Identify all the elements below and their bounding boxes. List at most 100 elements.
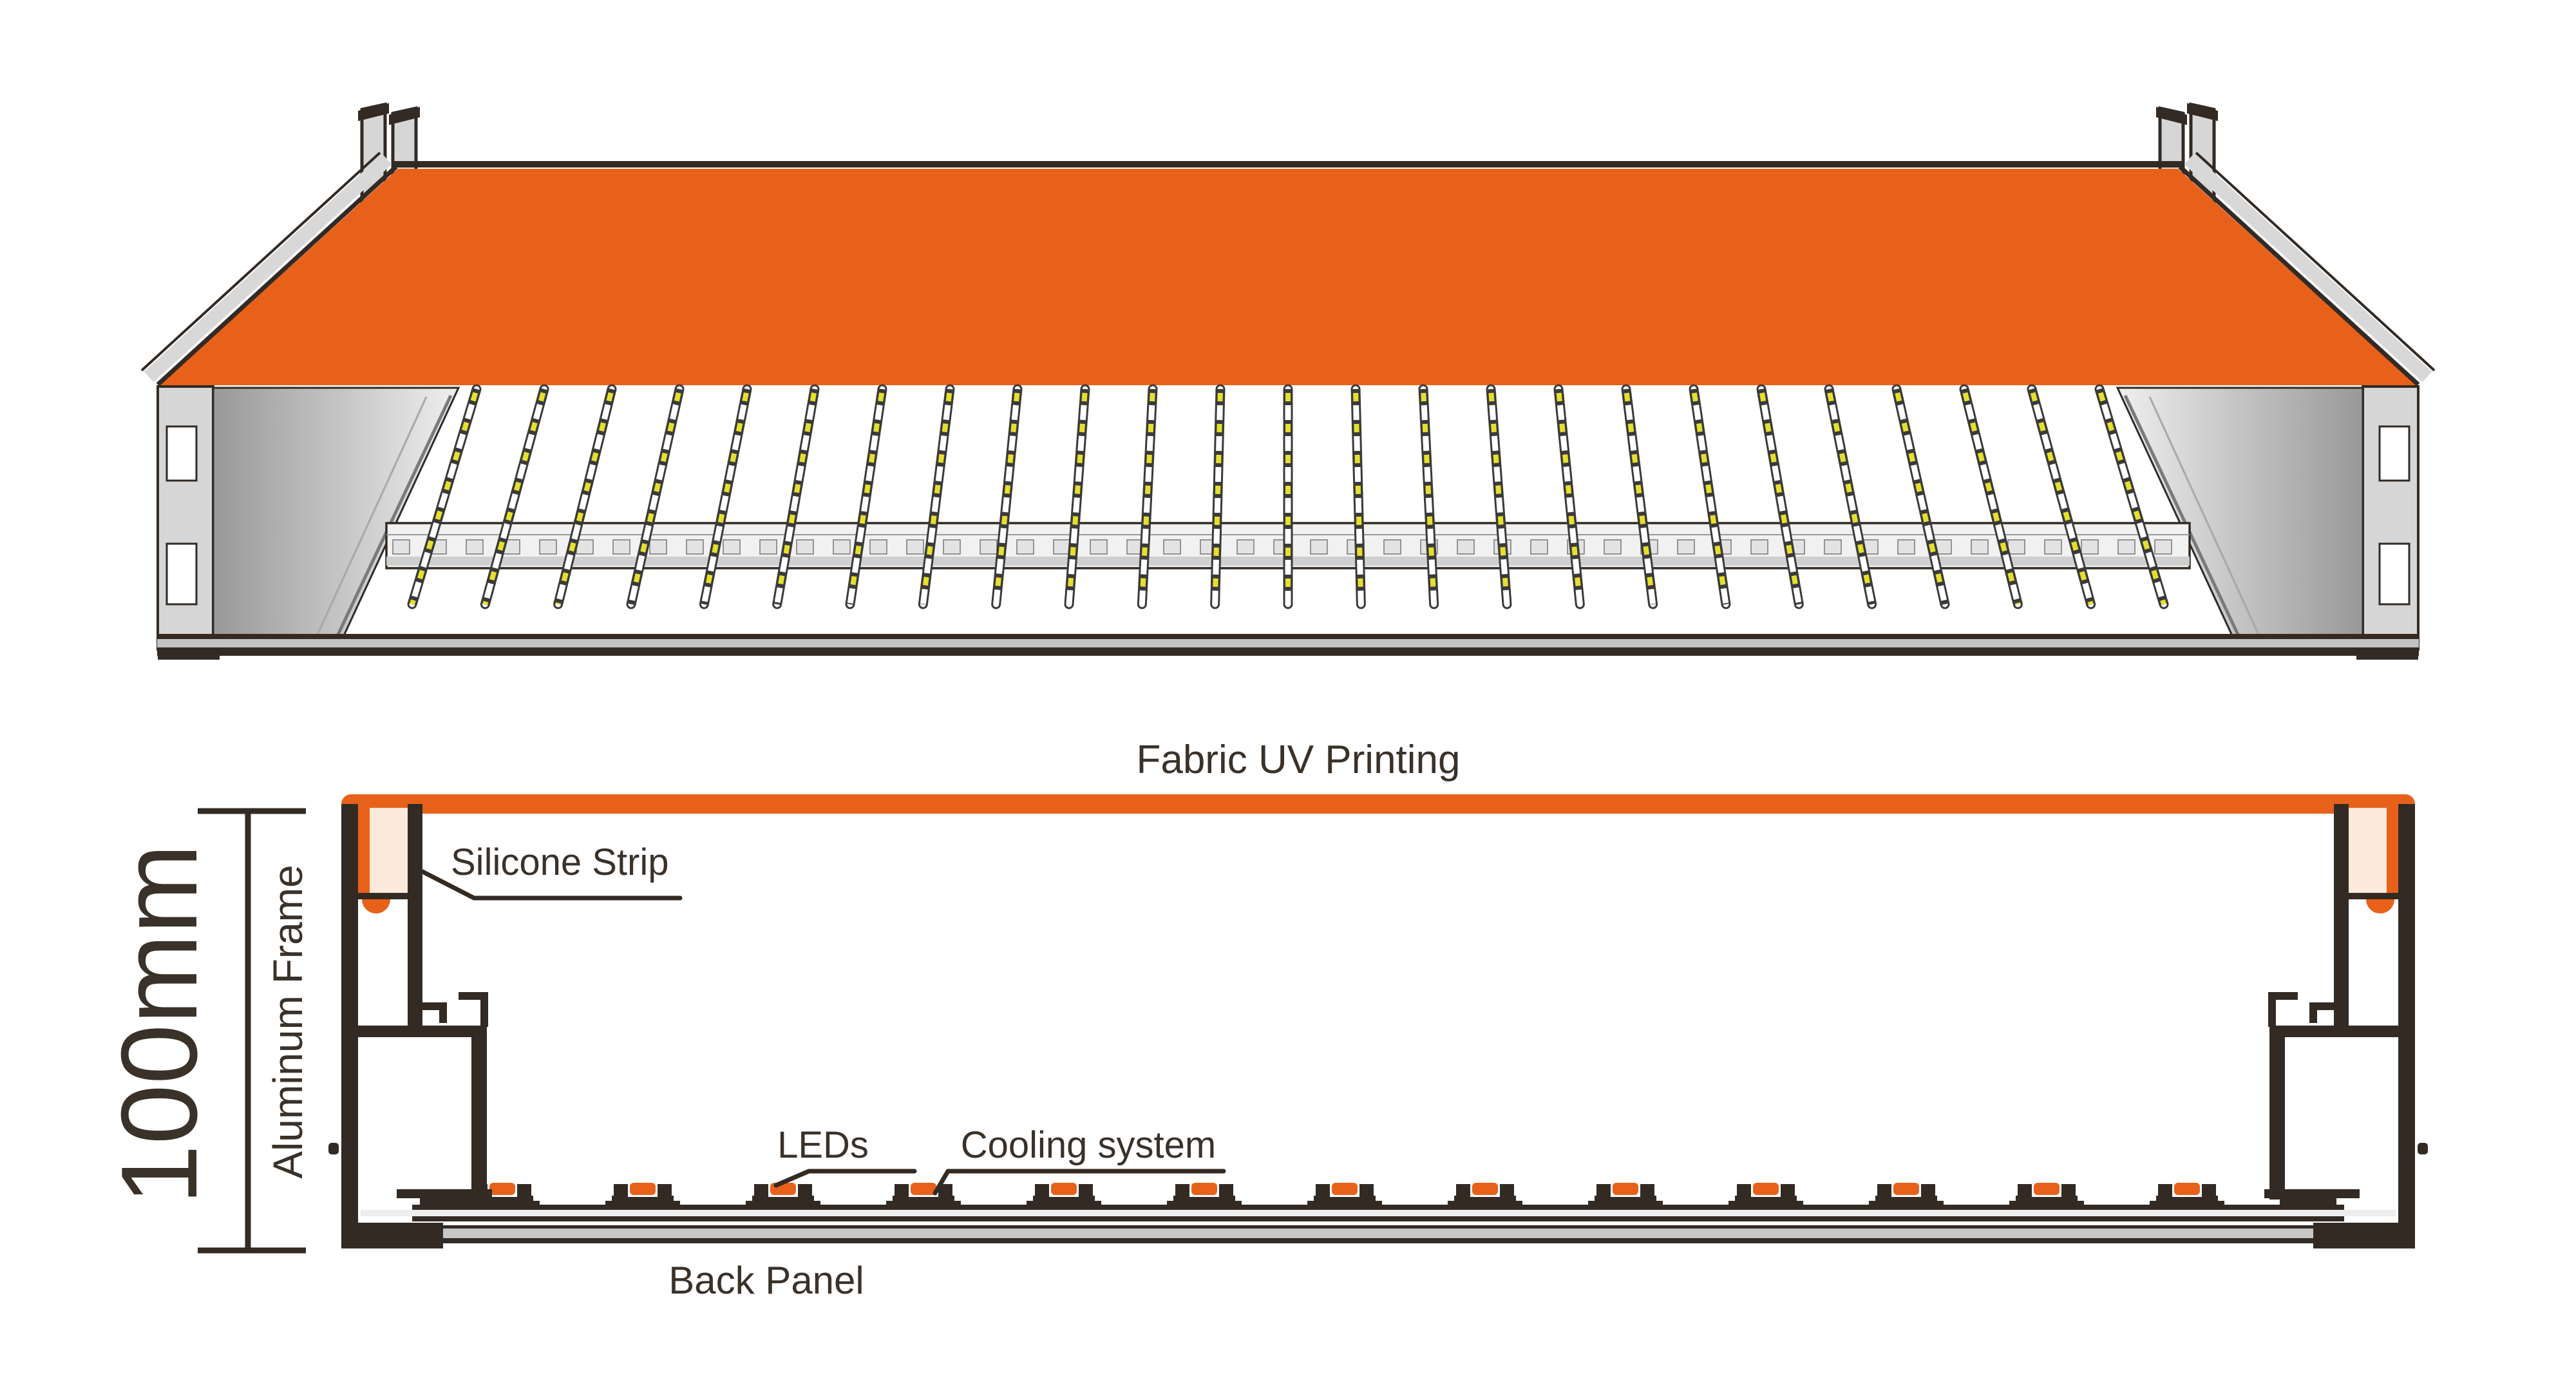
rail-slot [759, 539, 777, 555]
rail-slot [539, 539, 557, 555]
led-strip [1756, 384, 1804, 609]
fabric-graphic-face [160, 169, 2416, 385]
rail-slot [833, 539, 851, 555]
rail-slot [1090, 539, 1108, 555]
led-strip [480, 384, 549, 609]
aluminum-frame-right [2264, 804, 2428, 1248]
aluminum-frame-label: Aluminum Frame [265, 865, 311, 1178]
heatsink-post [1316, 1184, 1330, 1197]
height-dimension: 100mm Aluminum Frame [99, 808, 311, 1254]
led-module [2009, 1183, 2084, 1206]
heatsink-post [798, 1184, 812, 1197]
led-module [605, 1183, 680, 1206]
heatsink-post [658, 1184, 672, 1197]
rail-slots [392, 539, 2172, 555]
heatsink-post [1596, 1184, 1611, 1197]
rail-slot [2117, 539, 2136, 555]
leds-leader-line [773, 1169, 917, 1188]
rail-slot [869, 539, 887, 555]
led-chip [1753, 1183, 1779, 1195]
cooling-base [2016, 1196, 2078, 1203]
rail-slot [2154, 539, 2172, 555]
heatsink-post [1359, 1184, 1374, 1197]
cross-section-view: Fabric UV Printing 100mm Aluminum Frame [99, 738, 2428, 1302]
led-strip [2094, 384, 2169, 609]
led-strip [1959, 384, 2023, 609]
led-chip [1472, 1183, 1498, 1195]
dimension-value-label: 100mm [99, 844, 220, 1205]
heatsink-post [1175, 1184, 1189, 1197]
back-panel-label: Back Panel [668, 1259, 864, 1302]
rail-slot [1897, 539, 1915, 555]
rail-slot [2081, 539, 2099, 555]
led-chip [1893, 1183, 1919, 1195]
heatsink-post [2202, 1184, 2216, 1197]
heatsink-post [754, 1184, 768, 1197]
pcb-strip [1464, 1194, 1506, 1197]
silicone-strip-label: Silicone Strip [451, 841, 668, 883]
cooling-base [1173, 1196, 1235, 1203]
led-strip [699, 384, 752, 609]
led-strip [772, 384, 820, 609]
led-module [1307, 1183, 1382, 1206]
led-module [2150, 1183, 2224, 1206]
silicone-callout: Silicone Strip [419, 841, 683, 901]
heatsink-post [1456, 1184, 1470, 1197]
led-strip [918, 384, 955, 609]
pcb-strip [1604, 1194, 1647, 1197]
pcb-strip [2025, 1194, 2068, 1197]
back-panel-stack [361, 1205, 2396, 1243]
heatsink-post [1079, 1184, 1093, 1197]
heatsink-post [1877, 1184, 1891, 1197]
heatsink-post [1921, 1184, 1935, 1197]
heatsink-post [1035, 1184, 1049, 1197]
heatsink-post [1640, 1184, 1654, 1197]
cooling-base [893, 1196, 954, 1203]
led-strip [2027, 384, 2096, 609]
rail-slot [906, 539, 924, 555]
heatsink-post [1219, 1184, 1233, 1197]
rail-slot [392, 539, 410, 555]
leds-label: LEDs [777, 1124, 869, 1166]
pcb-strip [481, 1194, 524, 1197]
pcb-strip [1183, 1194, 1226, 1197]
pcb-strip [1323, 1194, 1366, 1197]
fabric-layer [341, 794, 2415, 814]
leds-callout: LEDs [773, 1124, 917, 1188]
led-strip [1689, 384, 1731, 609]
rail-slot [1163, 539, 1181, 555]
led-strip [553, 384, 617, 609]
rail-slot [2007, 539, 2025, 555]
rail-slot [980, 539, 998, 555]
pcb-strip [902, 1194, 945, 1197]
led-module [1027, 1183, 1101, 1206]
rail-slot [1971, 539, 1989, 555]
led-chip [1191, 1183, 1217, 1195]
pcb-strip [621, 1194, 664, 1197]
led-chip [911, 1183, 936, 1195]
led-chip [630, 1183, 656, 1195]
led-strip [1891, 384, 1950, 609]
heatsink-post [1500, 1184, 1514, 1197]
cooling-base [1033, 1196, 1095, 1203]
heatsink-post [614, 1184, 628, 1197]
led-strip [1418, 384, 1439, 609]
led-strip [626, 384, 685, 609]
cooling-base [752, 1196, 814, 1203]
silicone-leader-line [419, 868, 683, 901]
rail-slot [1824, 539, 1842, 555]
pcb-strip [1885, 1194, 1927, 1197]
pcb-strip [1745, 1194, 1787, 1197]
rail-slot [649, 539, 667, 555]
cooling-base [1314, 1196, 1376, 1203]
heatsink-post [1737, 1184, 1751, 1197]
led-strip [1350, 384, 1366, 609]
rail-slot [1016, 539, 1034, 555]
fabric-uv-printing-label: Fabric UV Printing [1136, 738, 1460, 782]
led-module [1869, 1183, 1944, 1206]
heatsink-post [895, 1184, 909, 1197]
pcb-strip [1043, 1194, 1085, 1197]
rail-slot [466, 539, 484, 555]
